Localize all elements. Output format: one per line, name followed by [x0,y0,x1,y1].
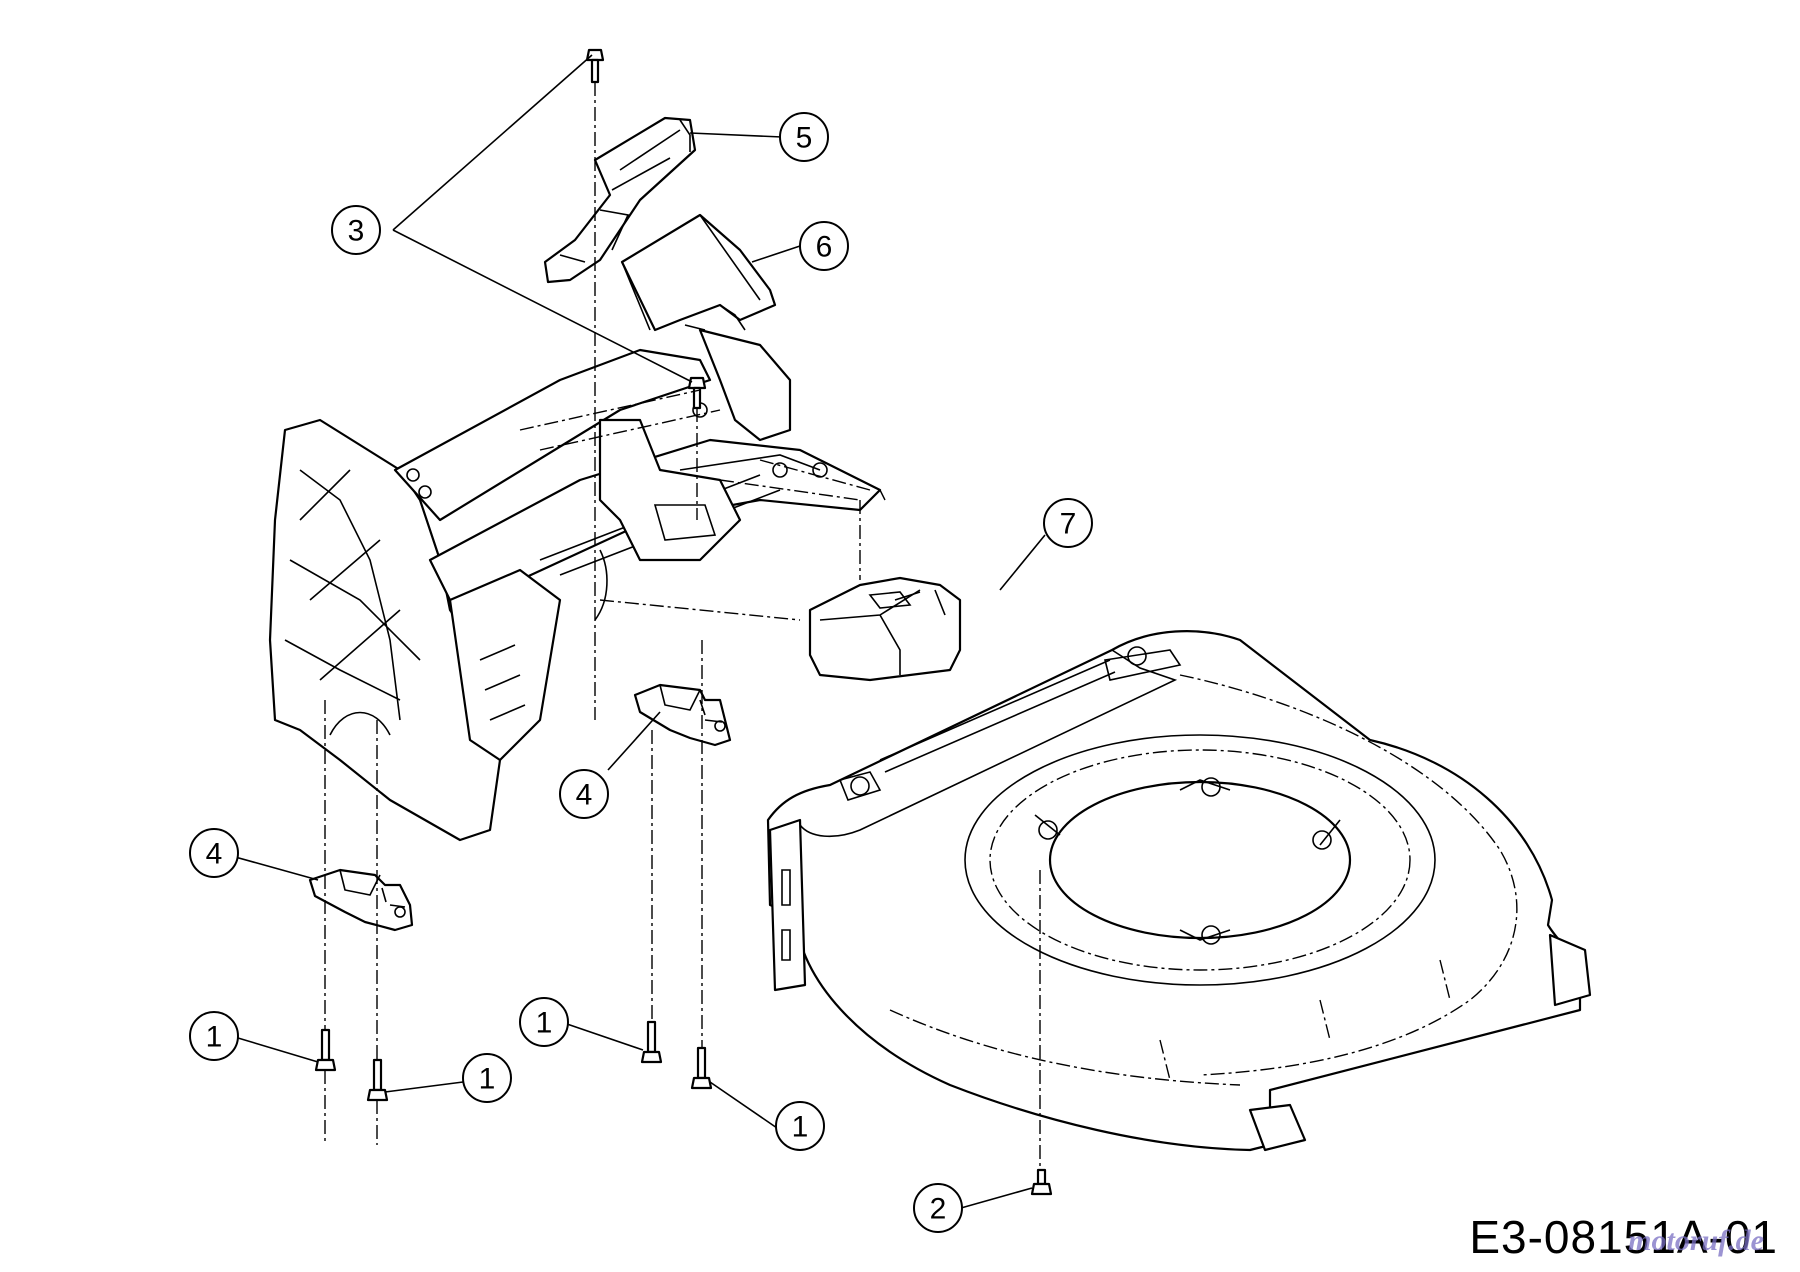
watermark-logo: motoruf.de [1628,1224,1764,1257]
callout-1-center: 1 [519,997,569,1047]
part-4-bracket-b [308,868,414,932]
part-6-cover [620,213,777,332]
callout-1-right-label: 1 [792,1111,809,1144]
callout-1-right: 1 [775,1101,825,1151]
mower-deck [766,630,1592,1152]
screw-part-1-c [640,1020,663,1064]
callout-1-left-top: 1 [189,1011,239,1061]
part-7-side-cover [808,576,962,682]
screw-part-1-d [690,1046,713,1090]
screw-part-1-b [366,1058,389,1102]
callout-4-right: 4 [559,769,609,819]
part-5-clip [543,116,697,284]
screw-part-2 [1030,1168,1053,1196]
callout-3-label: 3 [348,215,365,248]
assembly-lines [324,82,1041,1170]
rear-bracket-assembly [268,328,886,842]
callout-2-label: 2 [930,1193,947,1226]
screw-part-3-top [585,48,605,84]
callout-2: 2 [913,1183,963,1233]
leader-lines [227,54,1046,1209]
drawing-code: E3-08151A-01 [1469,1211,1778,1263]
callout-7: 7 [1043,498,1093,548]
part-4-bracket-a [633,683,732,747]
callout-4-left: 4 [189,828,239,878]
callout-1-center-label: 1 [536,1007,553,1040]
callout-6: 6 [799,221,849,271]
callout-4-right-label: 4 [576,779,593,812]
callout-5-label: 5 [796,122,813,155]
callout-7-label: 7 [1060,508,1077,541]
callout-4-left-label: 4 [206,838,223,871]
callout-1-left-bottom-label: 1 [479,1063,496,1096]
callout-3: 3 [331,205,381,255]
callout-1-left-bottom: 1 [462,1053,512,1103]
screw-part-1-a [314,1028,337,1072]
callout-6-label: 6 [816,231,833,264]
callout-1-left-top-label: 1 [206,1021,223,1054]
screw-part-3-lower [687,376,707,410]
callout-5: 5 [779,112,829,162]
